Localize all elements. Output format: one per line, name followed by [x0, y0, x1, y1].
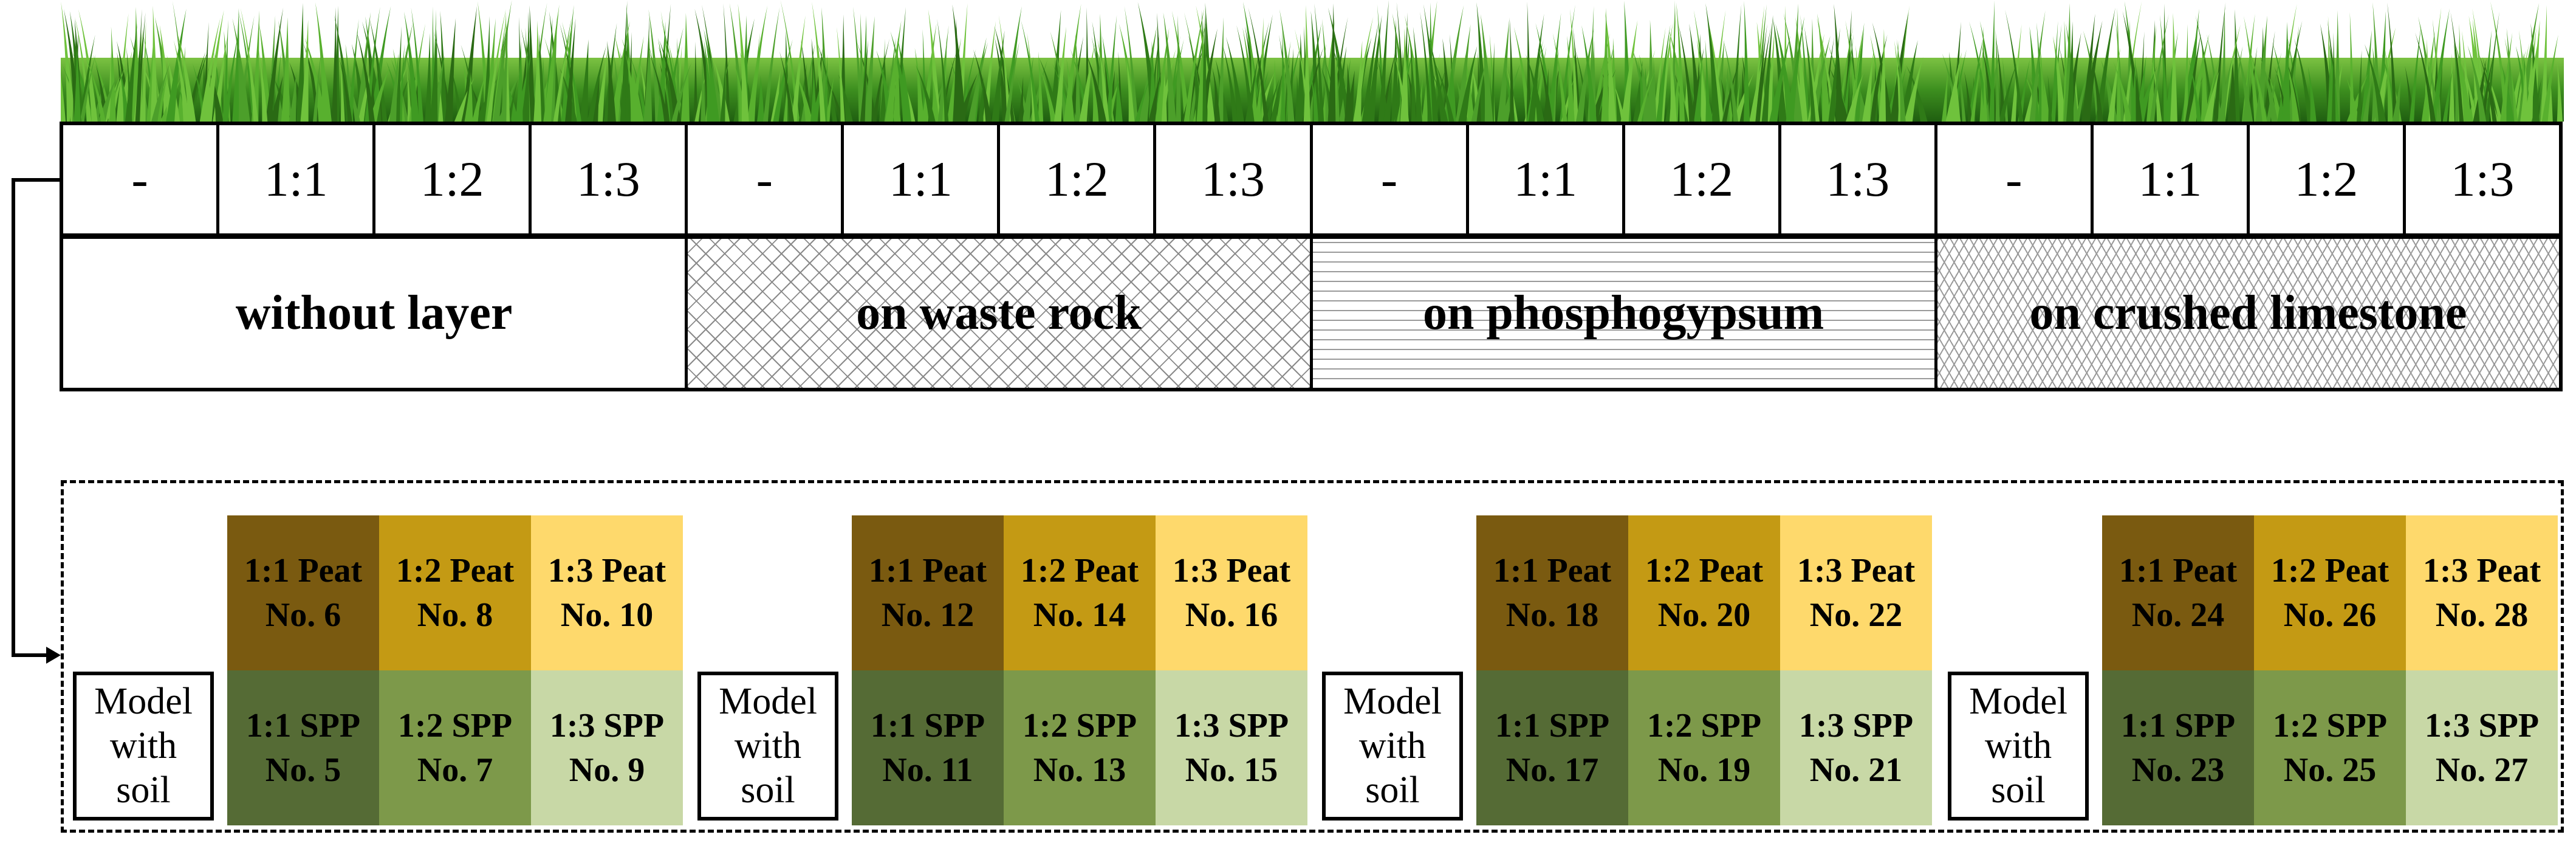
ratio-cell: 1:3	[2450, 151, 2515, 207]
model-label-line: soil	[1365, 769, 1420, 811]
model-label-line: with	[734, 724, 802, 766]
model-with-soil-box: Model with soil	[1322, 672, 1463, 821]
ratio-cell: 1:2	[1000, 125, 1157, 233]
model-label-line: Model	[1969, 680, 2067, 722]
layer-phosphogypsum: on phosphogypsum	[1312, 239, 1937, 388]
model-with-soil-box: Model with soil	[1948, 672, 2089, 821]
ratio-cell: 1:1	[219, 125, 376, 233]
ratio-cell: 1:3	[532, 125, 688, 233]
model-label-line: with	[1358, 724, 1427, 766]
ratio-cell: 1:2	[2250, 125, 2406, 233]
ratio-cell: 1:2	[1625, 125, 1781, 233]
model-label-line: soil	[116, 769, 171, 811]
model-label-line: Model	[1343, 680, 1442, 722]
arrow-head-icon	[46, 647, 61, 664]
treatments-dashed-frame	[61, 480, 2564, 833]
layer-label: without layer	[235, 286, 513, 340]
ratio-cell: 1:2	[375, 125, 532, 233]
ratio-cell: -	[63, 125, 220, 233]
ratio-cell: -	[688, 125, 844, 233]
ratio-header-row: - 1:1 1:2 1:3 - 1:1 1:2 1:3 - 1:1 1:2 1:…	[60, 122, 2563, 237]
layer-row: without layer on waste rock on phosphogy…	[60, 236, 2563, 391]
layer-waste-rock: on waste rock	[688, 239, 1313, 388]
ratio-cell: -	[1313, 125, 1469, 233]
ratio-cell: 1:3	[1156, 125, 1313, 233]
ratio-cell: -	[1937, 125, 2094, 233]
model-label-line: Model	[94, 680, 193, 722]
model-label-line: with	[1984, 724, 2052, 766]
ratio-cell: 1:3	[1781, 125, 1937, 233]
model-with-soil-box: Model with soil	[73, 672, 214, 821]
model-label-line: Model	[719, 680, 817, 722]
layer-label: on phosphogypsum	[1422, 286, 1824, 340]
ratio-cell: 1:1	[844, 125, 1001, 233]
model-label-line: soil	[1991, 769, 2046, 811]
layer-label: on crushed limestone	[2029, 286, 2467, 340]
layer-crushed-limestone: on crushed limestone	[1937, 239, 2559, 388]
model-label-line: with	[109, 724, 177, 766]
ratio-cell: 1:1	[2094, 125, 2250, 233]
ratio-cell: 1:1	[1469, 125, 1625, 233]
grass-strip-image	[61, 0, 2564, 122]
layer-without-layer: without layer	[63, 239, 688, 388]
layer-label: on waste rock	[856, 286, 1142, 340]
model-label-line: soil	[741, 769, 795, 811]
model-with-soil-box: Model with soil	[697, 672, 838, 821]
